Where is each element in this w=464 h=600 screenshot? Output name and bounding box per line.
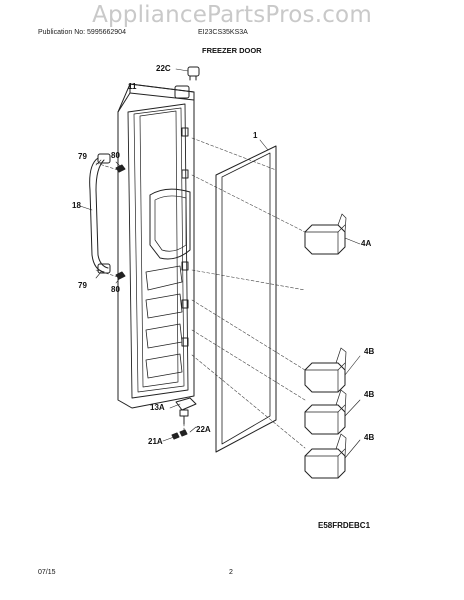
freezer-door <box>117 83 195 409</box>
section-title: FREEZER DOOR <box>202 46 262 55</box>
label-80-bottom: 80 <box>111 285 120 294</box>
label-4b-1: 4B <box>364 347 375 356</box>
label-22a: 22A <box>196 425 211 434</box>
label-79-top: 79 <box>78 152 87 161</box>
door-bin-4b-1 <box>304 347 347 393</box>
door-gasket <box>215 145 277 453</box>
bottom-hinge <box>175 397 197 425</box>
label-79-bottom: 79 <box>78 281 87 290</box>
label-21a: 21A <box>148 437 163 446</box>
door-handle <box>89 153 111 274</box>
door-bin-4b-3 <box>304 433 347 479</box>
label-80-top: 80 <box>111 151 120 160</box>
label-1: 1 <box>253 131 258 140</box>
label-18: 18 <box>72 201 81 210</box>
label-22c: 22C <box>156 64 171 73</box>
model-number: EI23CS35KS3A <box>198 29 248 36</box>
door-bin-4b-2 <box>304 389 347 435</box>
screw-top <box>115 164 126 173</box>
projection-lines <box>95 137 306 449</box>
door-bin-4a <box>304 213 347 255</box>
hinge-screws <box>171 423 188 440</box>
publication-number: Publication No: 5995662904 <box>38 29 126 36</box>
watermark: AppliancePartsPros.com <box>92 2 372 28</box>
label-4b-3: 4B <box>364 433 375 442</box>
diagram-code: E58FRDEBC1 <box>318 521 371 530</box>
cap-part <box>187 66 200 81</box>
label-4b-2: 4B <box>364 390 375 399</box>
page-number: 2 <box>229 569 233 576</box>
label-13a: 13A <box>150 403 165 412</box>
screw-bottom <box>115 271 126 280</box>
label-4a: 4A <box>361 239 372 248</box>
footer-date: 07/15 <box>38 569 56 576</box>
label-11: 11 <box>128 82 137 91</box>
